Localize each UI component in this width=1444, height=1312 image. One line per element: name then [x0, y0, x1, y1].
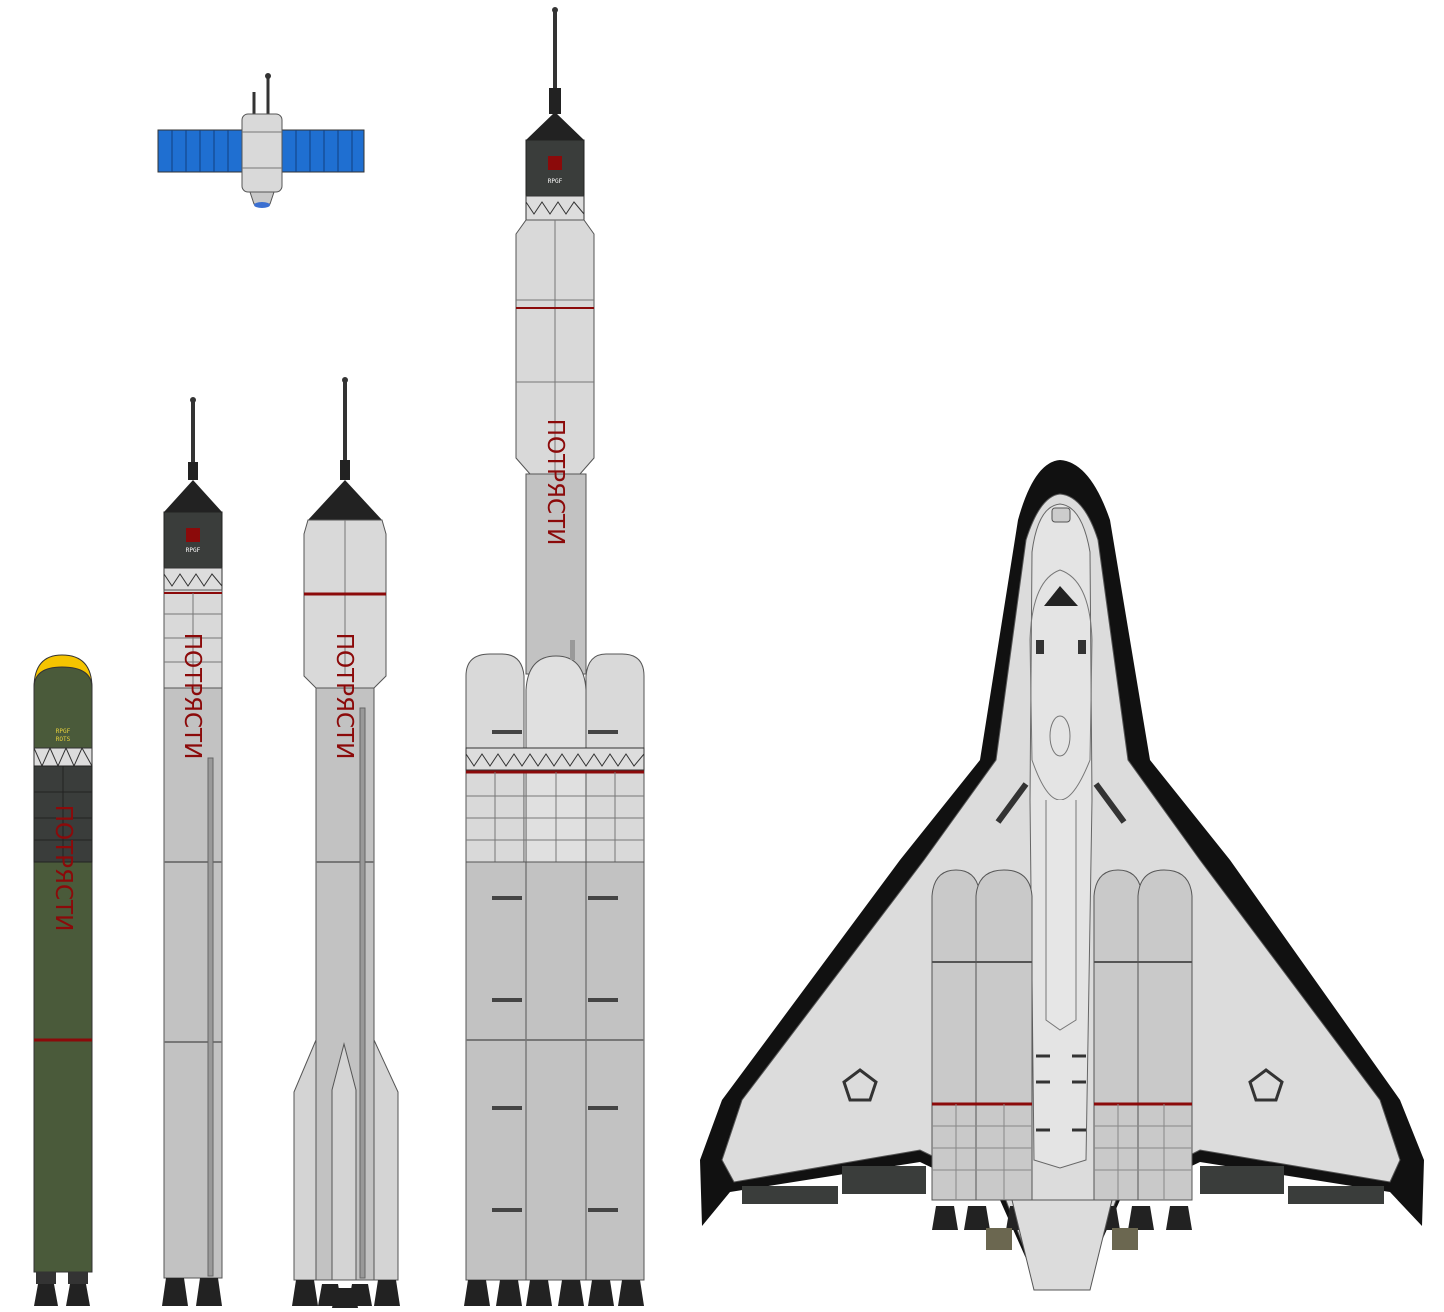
satellite-bus — [241, 113, 283, 193]
svg-text:RPGF: RPGF — [186, 547, 201, 554]
pentagon-insignia-left — [842, 1068, 878, 1102]
rocket-3-label: ПОТРЯСТИ — [331, 633, 357, 760]
svg-text:ROTS: ROTS — [56, 736, 71, 743]
svg-text:RPGF: RPGF — [548, 178, 563, 185]
missile-olive: RPGF ROTS ПОТРЯСТИ — [33, 654, 93, 1306]
rocket-3: ПОТРЯСТИ — [292, 377, 400, 1308]
satellite — [157, 73, 365, 208]
rocket-4-label: ПОТРЯСТИ — [542, 419, 568, 546]
pentagon-insignia-right — [1248, 1068, 1284, 1102]
rocket-2: RPGF ПОТРЯСТИ — [162, 397, 223, 1306]
missile-label: ПОТРЯСТИ — [50, 805, 76, 932]
delta-spaceplane — [700, 460, 1424, 1291]
svg-text:RPGF: RPGF — [56, 728, 71, 735]
rocket-2-label: ПОТРЯСТИ — [179, 633, 205, 760]
rocket-4: RPGF ПОТРЯСТИ — [464, 7, 645, 1306]
